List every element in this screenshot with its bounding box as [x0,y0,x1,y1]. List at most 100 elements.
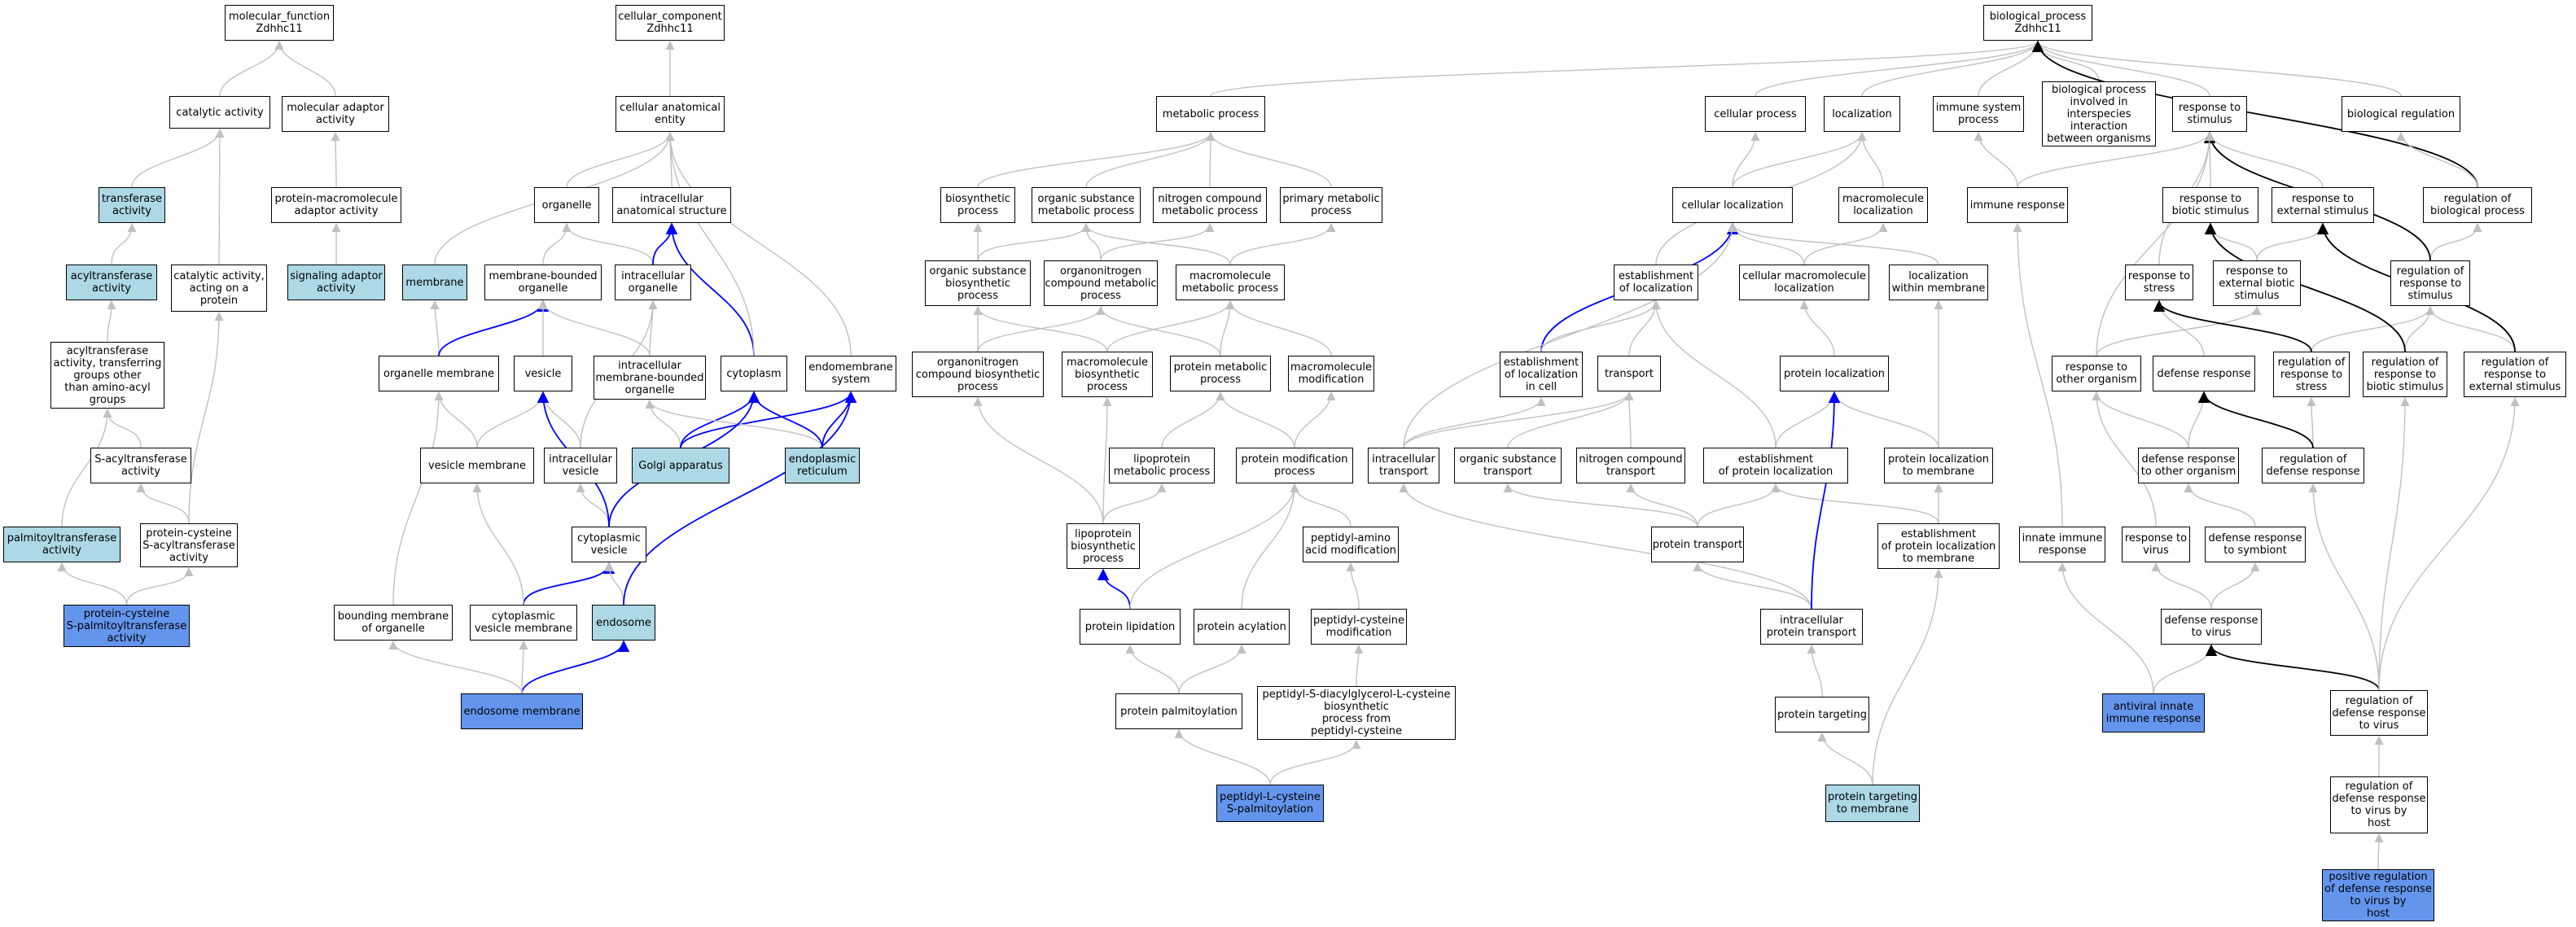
node-defense-response-to-virus[interactable]: defense response to virus [2161,609,2262,645]
node-establishment-of-protein-localization-to-membrane[interactable]: establishment of protein localization to… [1877,523,2000,569]
node-cytoplasm[interactable]: cytoplasm [721,356,787,391]
node-biological-process-root[interactable]: biological_process Zdhhc11 [1983,5,2092,41]
node-establishment-of-localization[interactable]: establishment of localization [1614,265,1698,300]
node-membrane[interactable]: membrane [402,265,467,300]
node-regulation-of-response-to-external-stimulus[interactable]: regulation of response to external stimu… [2464,352,2566,397]
node-intracellular-transport[interactable]: intracellular transport [1368,448,1439,483]
node-peptidyl-s-diacylglycerol-cysteine-biosynthesis[interactable]: peptidyl-S-diacylglycerol-L-cysteine bio… [1257,686,1456,740]
node-golgi-apparatus[interactable]: Golgi apparatus [632,448,729,483]
node-response-to-virus[interactable]: response to virus [2122,527,2190,562]
node-endomembrane-system[interactable]: endomembrane system [805,356,896,391]
node-cytoplasmic-vesicle-membrane[interactable]: cytoplasmic vesicle membrane [470,605,577,641]
node-primary-metabolic-process[interactable]: primary metabolic process [1280,187,1382,223]
node-localization-within-membrane[interactable]: localization within membrane [1889,265,1988,300]
node-cellular-macromolecule-localization[interactable]: cellular macromolecule localization [1739,265,1869,300]
node-protein-acylation[interactable]: protein acylation [1194,609,1290,645]
node-immune-system-process[interactable]: immune system process [1933,96,2024,132]
node-regulation-of-defense-response-to-virus[interactable]: regulation of defense response to virus [2330,690,2428,736]
node-lipoprotein-biosynthetic-process[interactable]: lipoprotein biosynthetic process [1067,523,1140,569]
node-protein-cysteine-s-palmitoyltransferase[interactable]: protein-cysteine S-palmitoyltransferase … [64,605,190,647]
node-antiviral-innate-immune-response[interactable]: antiviral innate immune response [2102,693,2205,732]
node-vesicle-membrane[interactable]: vesicle membrane [420,448,534,483]
node-immune-response[interactable]: immune response [1967,187,2068,223]
node-response-to-stimulus[interactable]: response to stimulus [2172,96,2247,132]
node-protein-macromolecule-adaptor[interactable]: protein-macromolecule adaptor activity [271,187,401,223]
node-organic-substance-transport[interactable]: organic substance transport [1454,448,1562,483]
node-nitrogen-compound-metabolic-process[interactable]: nitrogen compound metabolic process [1153,187,1267,223]
node-lipoprotein-metabolic-process[interactable]: lipoprotein metabolic process [1109,448,1215,483]
node-intracellular-vesicle[interactable]: intracellular vesicle [544,448,617,483]
node-macromolecule-localization[interactable]: macromolecule localization [1838,187,1928,223]
node-vesicle[interactable]: vesicle [514,356,572,391]
node-peptidyl-amino-acid-modification[interactable]: peptidyl-amino acid modification [1303,527,1399,562]
node-macromolecule-modification[interactable]: macromolecule modification [1288,356,1374,391]
node-protein-transport[interactable]: protein transport [1651,527,1744,562]
node-regulation-of-defense-response-to-virus-by-host[interactable]: regulation of defense response to virus … [2330,776,2428,833]
node-bounding-membrane-of-organelle[interactable]: bounding membrane of organelle [334,605,453,641]
node-cellular-component-root[interactable]: cellular_component Zdhhc11 [616,5,725,41]
node-protein-modification-process[interactable]: protein modification process [1236,448,1353,483]
node-acyltransferase-activity[interactable]: acyltransferase activity [66,265,157,300]
node-biological-regulation[interactable]: biological regulation [2342,96,2460,132]
node-macromolecule-biosynthetic-process[interactable]: macromolecule biosynthetic process [1062,352,1153,397]
node-transferase-activity[interactable]: transferase activity [99,187,165,223]
node-molecular-function-root[interactable]: molecular_function Zdhhc11 [225,5,334,41]
node-response-to-other-organism[interactable]: response to other organism [2052,356,2141,391]
node-nitrogen-compound-transport[interactable]: nitrogen compound transport [1576,448,1685,483]
node-response-to-external-stimulus[interactable]: response to external stimulus [2272,187,2374,223]
node-endosome-membrane[interactable]: endosome membrane [461,693,583,729]
node-protein-palmitoylation[interactable]: protein palmitoylation [1115,693,1242,729]
node-establishment-of-protein-localization[interactable]: establishment of protein localization [1703,448,1848,483]
node-protein-targeting-to-membrane[interactable]: protein targeting to membrane [1825,785,1920,822]
node-innate-immune-response[interactable]: innate immune response [2019,527,2105,562]
node-peptidyl-l-cysteine-s-palmitoylation[interactable]: peptidyl-L-cysteine S-palmitoylation [1216,785,1324,822]
node-cellular-localization[interactable]: cellular localization [1672,187,1793,223]
node-localization[interactable]: localization [1824,96,1900,132]
node-palmitoyltransferase-activity[interactable]: palmitoyltransferase activity [3,527,120,562]
node-cytoplasmic-vesicle[interactable]: cytoplasmic vesicle [572,527,646,562]
node-defense-response[interactable]: defense response [2153,356,2255,391]
node-organonitrogen-compound-biosynthetic-process[interactable]: organonitrogen compound biosynthetic pro… [912,352,1044,397]
node-intracellular-organelle[interactable]: intracellular organelle [615,265,691,300]
node-regulation-of-response-to-stimulus[interactable]: regulation of response to stimulus [2390,260,2470,306]
node-s-acyltransferase-activity[interactable]: S-acyltransferase activity [90,448,191,483]
node-protein-targeting[interactable]: protein targeting [1775,697,1869,732]
node-defense-response-to-symbiont[interactable]: defense response to symbiont [2205,527,2306,562]
node-organic-substance-biosynthetic-process[interactable]: organic substance biosynthetic process [925,260,1031,306]
node-regulation-of-defense-response[interactable]: regulation of defense response [2262,448,2364,483]
node-acyltransferase-other-groups[interactable]: acyltransferase activity, transferring g… [50,342,164,409]
node-biosynthetic-process[interactable]: biosynthetic process [940,187,1015,223]
node-positive-regulation-of-defense-response-to-virus-by-host[interactable]: positive regulation of defense response … [2322,869,2434,921]
node-endosome[interactable]: endosome [592,605,655,641]
node-metabolic-process[interactable]: metabolic process [1156,96,1265,132]
node-endoplasmic-reticulum[interactable]: endoplasmic reticulum [785,448,860,483]
node-protein-cysteine-s-acyltransferase[interactable]: protein-cysteine S-acyltransferase activ… [140,523,238,567]
node-cellular-anatomical-entity[interactable]: cellular anatomical entity [616,96,725,132]
node-protein-lipidation[interactable]: protein lipidation [1080,609,1181,645]
node-protein-localization-to-membrane[interactable]: protein localization to membrane [1884,448,1993,483]
node-protein-metabolic-process[interactable]: protein metabolic process [1170,356,1271,391]
node-intracellular-anatomical-structure[interactable]: intracellular anatomical structure [612,187,731,223]
node-macromolecule-metabolic-process[interactable]: macromolecule metabolic process [1176,265,1285,300]
node-defense-response-to-other-organism[interactable]: defense response to other organism [2138,448,2239,483]
node-organelle-membrane[interactable]: organelle membrane [379,356,499,391]
node-interspecies-interaction[interactable]: biological process involved in interspec… [2042,81,2156,146]
node-intracellular-membrane-bounded-organelle[interactable]: intracellular membrane-bounded organelle [594,356,706,400]
node-membrane-bounded-organelle[interactable]: membrane-bounded organelle [484,265,602,300]
node-response-to-external-biotic-stimulus[interactable]: response to external biotic stimulus [2213,260,2301,306]
node-transport[interactable]: transport [1597,356,1661,391]
node-response-to-stress[interactable]: response to stress [2125,265,2193,300]
node-establishment-of-localization-in-cell[interactable]: establishment of localization in cell [1500,352,1583,397]
node-regulation-of-response-to-stress[interactable]: regulation of response to stress [2273,352,2350,397]
node-catalytic-activity-protein[interactable]: catalytic activity, acting on a protein [171,265,267,312]
node-cellular-process[interactable]: cellular process [1705,96,1806,132]
node-regulation-of-response-to-biotic-stimulus[interactable]: regulation of response to biotic stimulu… [2363,352,2447,397]
node-protein-localization[interactable]: protein localization [1780,356,1889,391]
node-peptidyl-cysteine-modification[interactable]: peptidyl-cysteine modification [1311,609,1407,645]
node-intracellular-protein-transport[interactable]: intracellular protein transport [1760,609,1863,645]
node-organelle[interactable]: organelle [534,187,599,223]
node-organonitrogen-compound-metabolic-process[interactable]: organonitrogen compound metabolic proces… [1044,260,1158,306]
node-regulation-of-biological-process[interactable]: regulation of biological process [2423,187,2532,223]
node-response-to-biotic-stimulus[interactable]: response to biotic stimulus [2162,187,2258,223]
node-catalytic-activity[interactable]: catalytic activity [169,96,270,129]
